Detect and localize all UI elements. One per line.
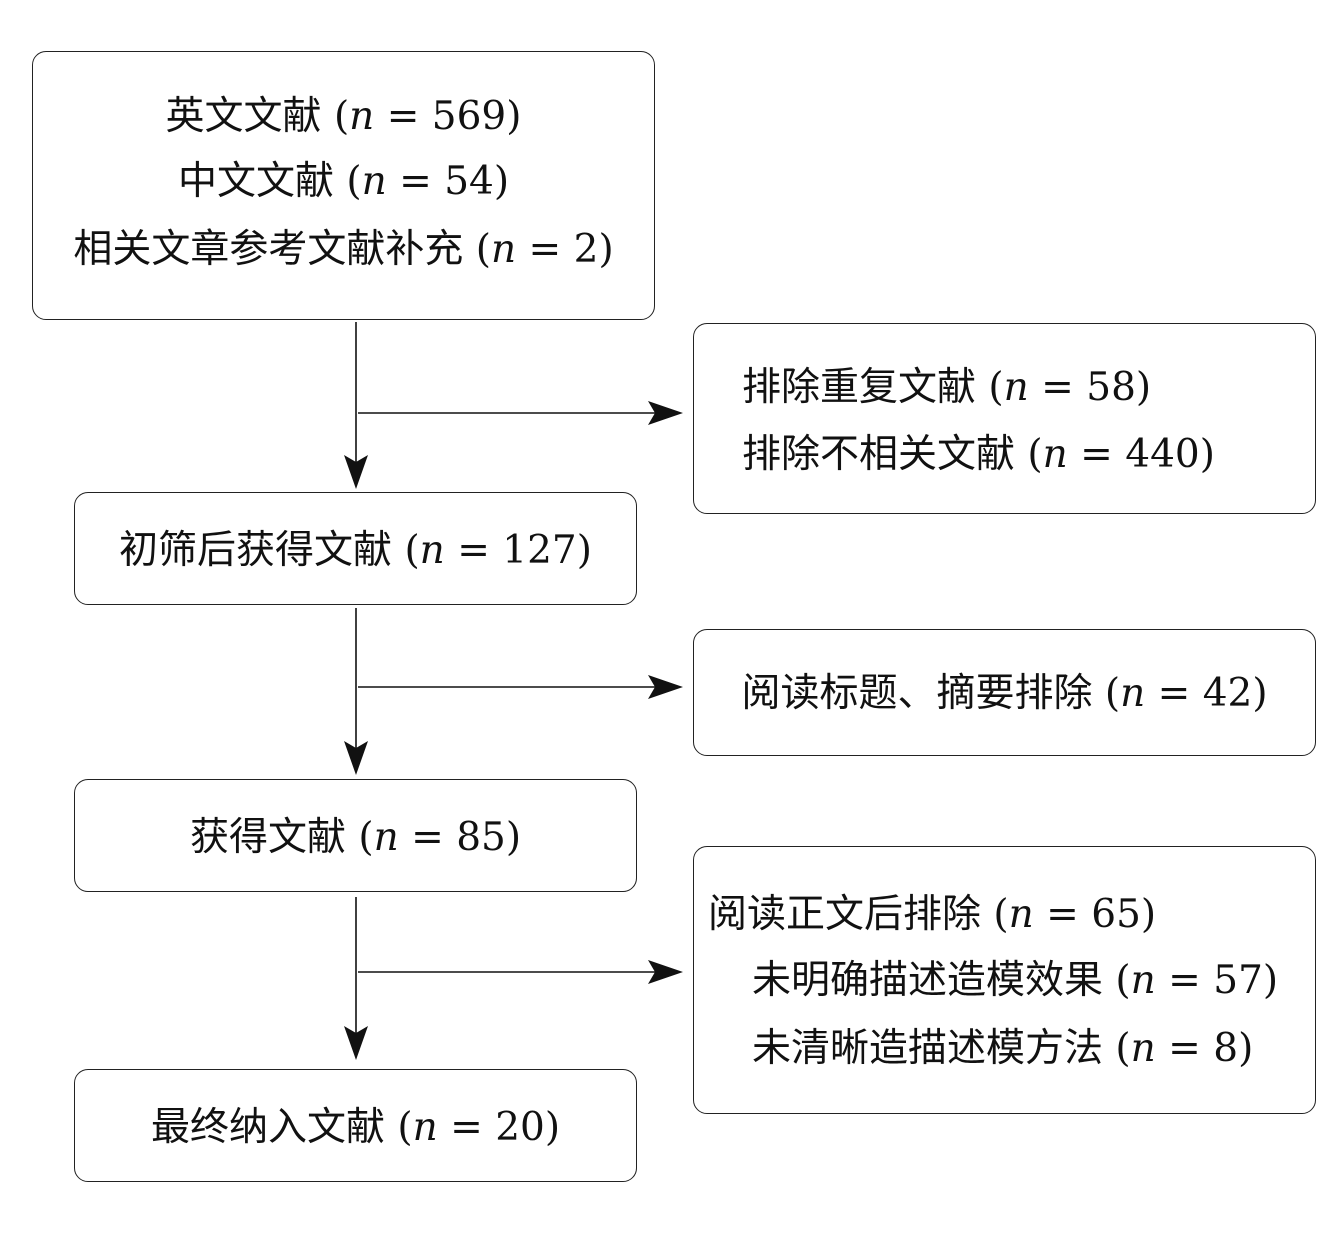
excluded-full-text-line: 阅读正文后排除 (n = 65) — [708, 892, 1157, 937]
excluded-method-line: 未清晰造描述模方法 (n = 8) — [752, 1026, 1254, 1071]
excluded-duplicates-box: 排除重复文献 (n = 58) 排除不相关文献 (n = 440) — [693, 323, 1316, 514]
excluded-effect-line: 未明确描述造模效果 (n = 57) — [752, 958, 1279, 1003]
excluded-title-abstract-line: 阅读标题、摘要排除 (n = 42) — [741, 671, 1268, 716]
included-line: 最终纳入文献 (n = 20) — [150, 1105, 561, 1150]
arrowhead-down-3 — [344, 1026, 368, 1060]
arrowhead-down-2 — [344, 741, 368, 775]
excluded-full-text-box: 阅读正文后排除 (n = 65) 未明确描述造模效果 (n = 57) 未清晰造… — [693, 846, 1316, 1114]
identified-records-box: 英文文献 (n = 569) 中文文献 (n = 54) 相关文章参考文献补充 … — [32, 51, 655, 320]
excluded-title-abstract-box: 阅读标题、摘要排除 (n = 42) — [693, 629, 1316, 756]
arrowhead-down-1 — [344, 455, 368, 489]
record-line-references: 相关文章参考文献补充 (n = 2) — [73, 227, 614, 272]
excluded-duplicates-line: 排除重复文献 (n = 58) — [742, 365, 1152, 410]
record-line-chinese: 中文文献 (n = 54) — [177, 159, 510, 204]
assessed-line: 获得文献 (n = 85) — [189, 815, 522, 860]
arrowhead-right-3 — [648, 960, 683, 984]
assessed-records-box: 获得文献 (n = 85) — [74, 779, 637, 892]
screened-records-box: 初筛后获得文献 (n = 127) — [74, 492, 637, 605]
arrowhead-right-1 — [648, 401, 683, 425]
included-records-box: 最终纳入文献 (n = 20) — [74, 1069, 637, 1182]
screened-line: 初筛后获得文献 (n = 127) — [119, 528, 592, 573]
record-line-english: 英文文献 (n = 569) — [165, 94, 522, 139]
excluded-irrelevant-line: 排除不相关文献 (n = 440) — [742, 432, 1215, 477]
arrowhead-right-2 — [648, 675, 683, 699]
